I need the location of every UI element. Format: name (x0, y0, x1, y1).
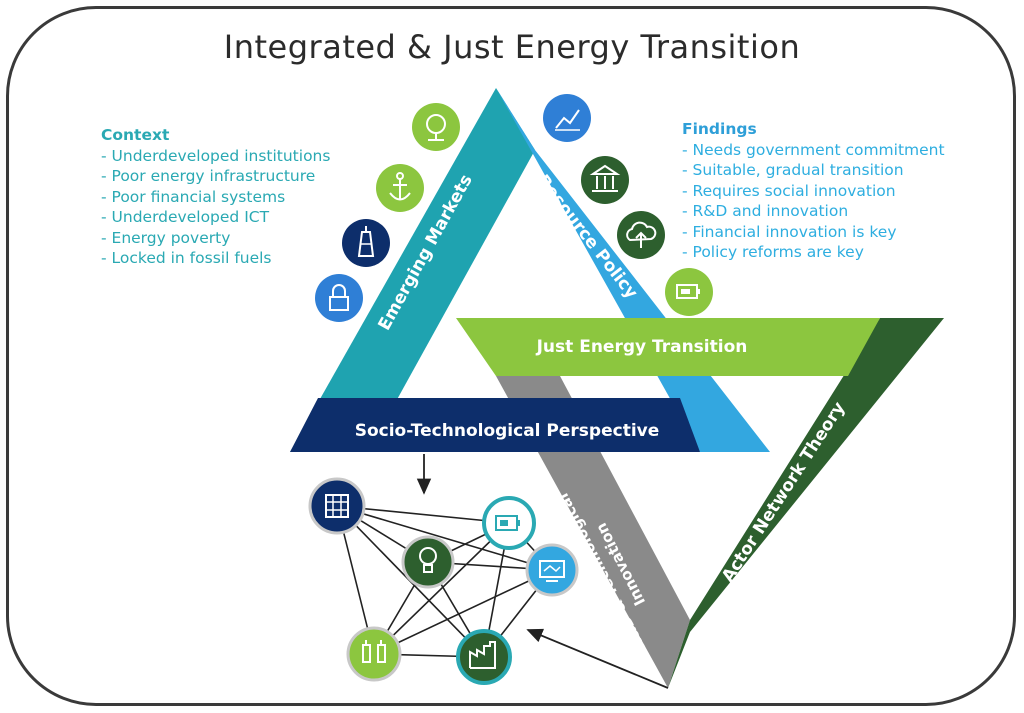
diagram-frame (6, 6, 1016, 706)
findings-item: Needs government commitment (682, 140, 945, 161)
findings-list: Findings Needs government commitment Sui… (682, 119, 945, 263)
findings-item: Financial innovation is key (682, 222, 945, 243)
battery-icon (482, 496, 536, 550)
socio-technological-label: Socio-Technological Perspective (355, 421, 660, 441)
context-heading: Context (101, 126, 170, 144)
context-item: Poor energy infrastructure (101, 166, 330, 187)
anchor-icon (376, 164, 424, 212)
socio-technological-band (290, 398, 700, 452)
plug-icon (346, 626, 402, 682)
context-item: Poor financial systems (101, 187, 330, 208)
findings-item: Policy reforms are key (682, 242, 945, 263)
rd-innovation-band (496, 376, 690, 688)
context-item: Energy poverty (101, 228, 330, 249)
just-energy-transition-label: Just Energy Transition (536, 337, 748, 357)
grid-panel-icon (308, 477, 366, 535)
context-item: Underdeveloped ICT (101, 207, 330, 228)
globe-icon (412, 103, 460, 151)
context-item: Locked in fossil fuels (101, 248, 330, 269)
just-energy-transition-band (456, 318, 880, 376)
arrow-from-rd (526, 628, 669, 689)
findings-item: R&D and innovation (682, 201, 945, 222)
monitor-icon (525, 543, 579, 597)
findings-item: Requires social innovation (682, 181, 945, 202)
context-item: Underdeveloped institutions (101, 146, 331, 167)
context-list: Context Underdeveloped institutions Poor… (101, 125, 330, 269)
findings-item: Suitable, gradual transition (682, 160, 945, 181)
battery-icon (665, 268, 713, 316)
chart-icon (543, 94, 591, 142)
findings-heading: Findings (682, 120, 757, 138)
diagram-title: Integrated & Just Energy Transition (223, 28, 801, 66)
cloud-upload-icon (617, 211, 665, 259)
lighthouse-icon (342, 219, 390, 267)
factory-icon (456, 629, 512, 685)
emerging-markets-band (290, 88, 535, 452)
lightbulb-icon (401, 535, 455, 589)
lock-icon (315, 274, 363, 322)
bank-icon (581, 156, 629, 204)
